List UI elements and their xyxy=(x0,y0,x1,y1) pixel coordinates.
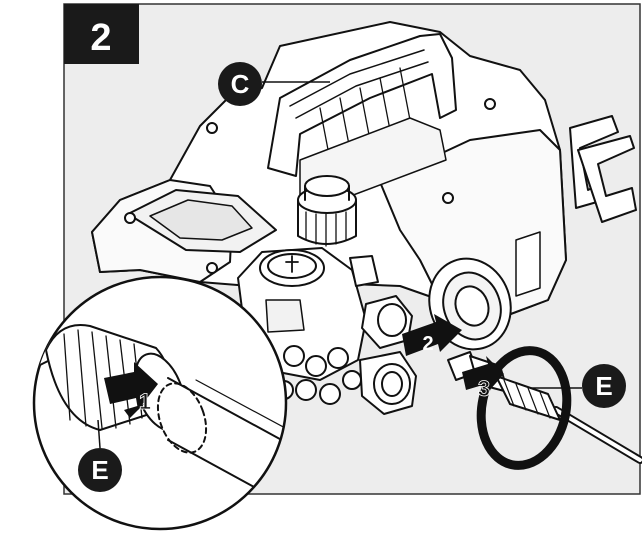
pressure-washer xyxy=(91,21,637,415)
arrow-1-label: 1 xyxy=(139,389,151,414)
cord-clip-lower xyxy=(577,135,637,223)
callout-e-left: E xyxy=(78,419,122,492)
screw xyxy=(206,122,218,134)
screw xyxy=(124,212,136,224)
arrow-3-label: 3 xyxy=(478,376,490,401)
arrow-2-label: 2 xyxy=(422,333,433,355)
callout-e-right-label: E xyxy=(595,371,612,401)
cord-clip-upper xyxy=(569,115,619,209)
arrow-1: 1 xyxy=(104,362,158,418)
step-badge: 2 xyxy=(64,4,139,64)
arrow-2: 2 xyxy=(402,314,462,356)
screw xyxy=(484,98,496,110)
screw xyxy=(206,262,218,274)
rotation-ring xyxy=(476,346,572,470)
callout-e-right: E xyxy=(530,364,626,408)
side-window xyxy=(515,231,541,297)
callout-e-left-label: E xyxy=(91,455,108,485)
callout-c-label: C xyxy=(231,69,250,99)
arrow-3: 3 xyxy=(462,356,504,401)
step-number: 2 xyxy=(90,17,111,59)
callout-c: C xyxy=(218,62,330,106)
pressure-knob xyxy=(297,175,357,247)
screw xyxy=(442,192,454,204)
carry-handle xyxy=(267,33,457,177)
